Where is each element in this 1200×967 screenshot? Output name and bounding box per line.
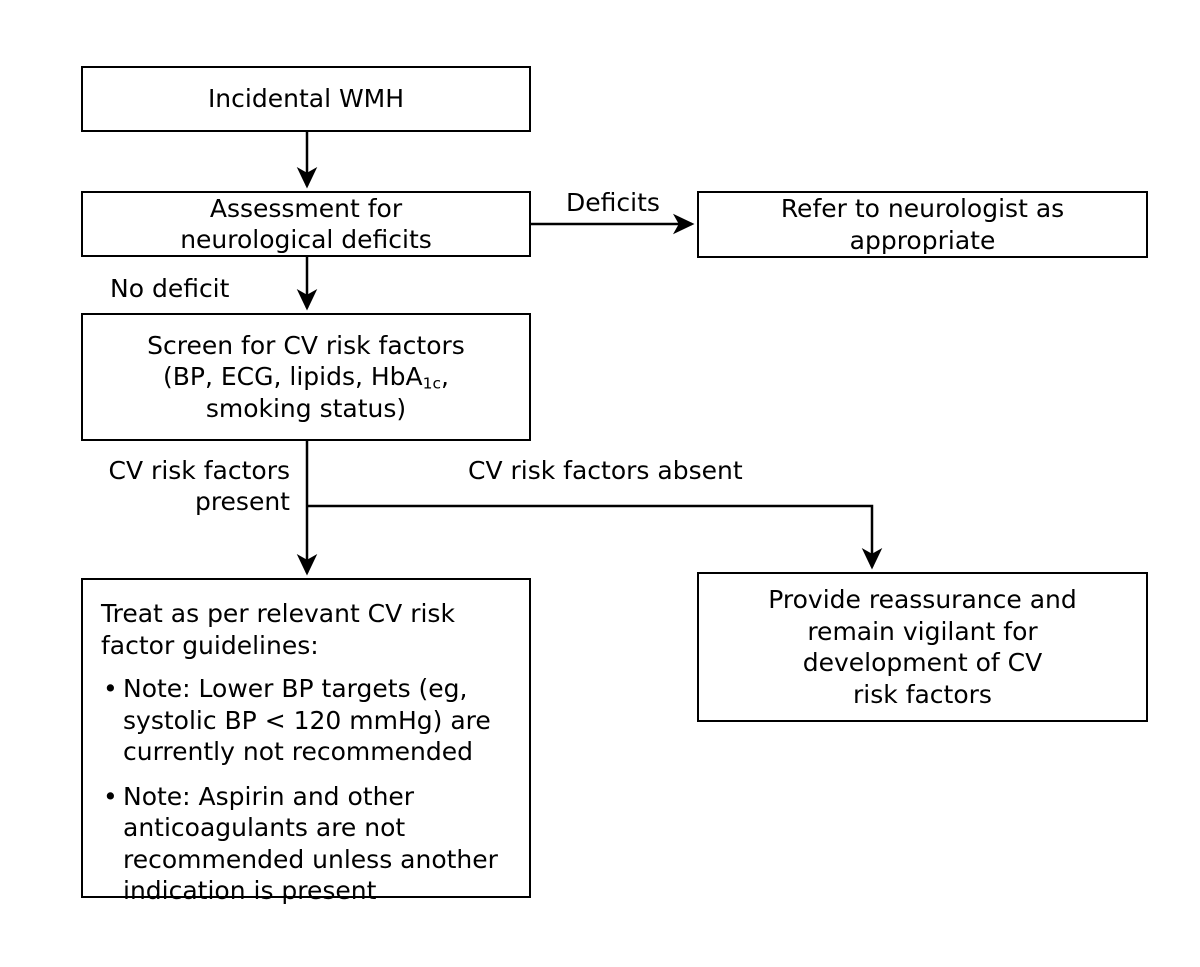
node-assessment-text: Assessment for neurological deficits — [180, 193, 432, 255]
node-incidental-wmh: Incidental WMH — [81, 66, 531, 132]
node-provide-reassurance-text: Provide reassurance and remain vigilant … — [768, 585, 1077, 709]
node-treat-lead: Treat as per relevant CV risk factor gui… — [101, 599, 455, 660]
edge-label-cv-risk-present: CV risk factors present — [108, 456, 290, 516]
node-treat-cv-risk: Treat as per relevant CV risk factor gui… — [81, 578, 531, 905]
node-refer-neurologist: Refer to neurologist as appropriate — [697, 191, 1148, 258]
edge-screen-to-reassurance — [307, 504, 883, 570]
node-screen-hba1c-subscript: 1c — [422, 374, 442, 393]
node-refer-neurologist-text: Refer to neurologist as appropriate — [780, 194, 1065, 255]
node-incidental-wmh-text: Incidental WMH — [207, 84, 405, 114]
node-screen-line-2: (BP, ECG, lipids, HbA1c, — [163, 361, 449, 393]
edge-label-deficits: Deficits — [566, 188, 660, 217]
node-screen-line-1: Screen for CV risk factors — [147, 330, 465, 360]
bullet-glyph-icon: • — [103, 781, 118, 811]
node-treat-bullet-item: •Note: Aspirin and other anticoagulants … — [101, 781, 513, 907]
bullet-glyph-icon: • — [103, 674, 118, 703]
edge-label-no-deficit: No deficit — [110, 274, 230, 303]
node-assessment: Assessment for neurological deficits — [81, 191, 531, 257]
node-provide-reassurance: Provide reassurance and remain vigilant … — [697, 572, 1148, 722]
edge-label-cv-risk-absent: CV risk factors absent — [468, 456, 743, 485]
node-treat-bullet-list: •Note: Lower BP targets (eg, systolic BP… — [101, 673, 513, 907]
node-treat-bullet-item: •Note: Lower BP targets (eg, systolic BP… — [101, 673, 513, 768]
node-screen-line-3: smoking status) — [205, 393, 407, 423]
node-treat-bullet-text: Note: Lower BP targets (eg, systolic BP … — [123, 674, 491, 766]
node-screen-line-2-post: , — [441, 362, 449, 392]
node-treat-bullet-text: Note: Aspirin and other anticoagulants a… — [123, 781, 498, 906]
node-screen-cv-risk-factors: Screen for CV risk factors (BP, ECG, lip… — [81, 313, 531, 441]
node-screen-line-2-pre: (BP, ECG, lipids, HbA — [163, 362, 423, 392]
